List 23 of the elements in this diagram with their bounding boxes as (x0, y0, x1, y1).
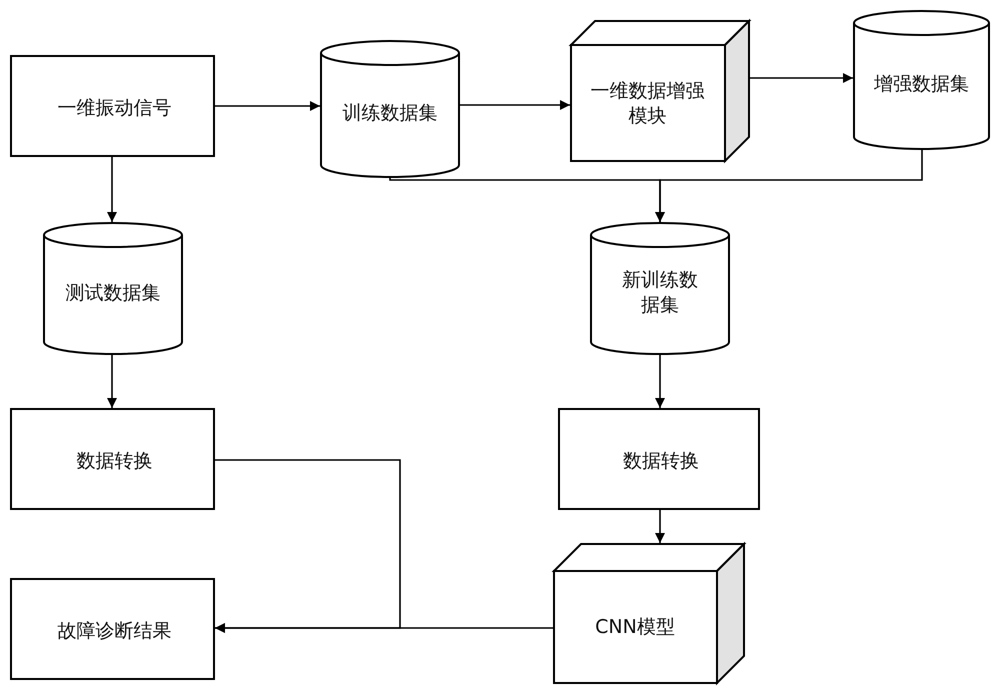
arrow (655, 355, 665, 408)
node-label: CNN模型 (595, 615, 675, 640)
arrow (750, 73, 853, 83)
node-label: 增强数据集 (874, 72, 969, 97)
arrow (107, 355, 117, 408)
process-box (10, 578, 215, 680)
node-label: 故障诊断结果 (58, 618, 172, 644)
node-label: 训练数据集 (342, 101, 438, 126)
arrow (215, 101, 320, 111)
arrow (215, 623, 553, 633)
process-box (558, 408, 760, 510)
node-label: 数据转换 (623, 448, 699, 474)
arrow (107, 157, 117, 222)
node-label: 测试数据集 (66, 280, 160, 306)
arrow (655, 510, 665, 543)
node-label: 一维振动信号 (58, 96, 172, 120)
node-label: 一维数据增强模块 (590, 78, 706, 128)
arrow (460, 100, 570, 110)
node-label: 数据转换 (76, 448, 152, 474)
process-box (10, 55, 215, 157)
arrow (655, 150, 923, 222)
process-box (10, 408, 215, 510)
node-label: 新训练数据集 (621, 268, 699, 318)
